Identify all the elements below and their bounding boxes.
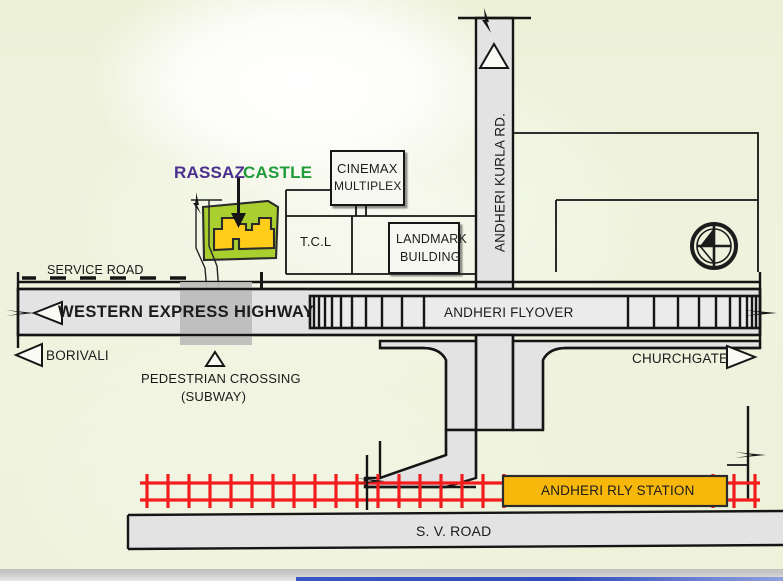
label-andheri-rly-station: ANDHERI RLY STATION <box>541 483 695 498</box>
road-sv <box>126 509 783 551</box>
direction-arrow-right-icon-churchgate <box>726 344 758 370</box>
road-plot-access <box>191 192 222 293</box>
label-cinemax-line2: MULTIPLEX <box>334 179 402 193</box>
label-tcl: T.C.L <box>300 234 332 249</box>
site-location-arrow-icon <box>231 177 246 228</box>
road-junction-south <box>363 333 762 489</box>
plot-rassaz-castle <box>201 199 280 262</box>
label-pedestrian-crossing-line2: (SUBWAY) <box>181 389 247 404</box>
road-right-lower-edge <box>735 406 766 500</box>
label-andheri-flyover: ANDHERI FLYOVER <box>444 305 574 320</box>
label-western-express-highway: WESTERN EXPRESS HIGHWAY <box>58 303 315 321</box>
road-andheri-flyover <box>308 272 777 348</box>
building-landmark <box>388 222 460 274</box>
compass-rose-icon <box>690 222 738 270</box>
label-andheri-kurla-rd: ANDHERI KURLA RD. <box>492 112 508 253</box>
label-service-road: SERVICE ROAD <box>47 263 144 277</box>
direction-arrow-left-icon <box>31 300 63 326</box>
pedestrian-subway-triangle-icon <box>204 350 226 367</box>
map-title-castle: CASTLE <box>243 163 313 182</box>
plot-outline-upper-right <box>513 132 759 272</box>
label-churchgate: CHURCHGATE <box>632 351 729 366</box>
label-landmark-line1: LANDMARK <box>396 232 468 246</box>
label-borivali: BORIVALI <box>46 348 109 363</box>
label-pedestrian-crossing-line1: PEDESTRIAN CROSSING <box>141 371 301 386</box>
bottom-edge-accent <box>296 577 783 581</box>
station-andheri-rly <box>501 464 748 508</box>
north-arrow-triangle-icon <box>478 42 510 69</box>
label-cinemax-line1: CINEMAX <box>337 161 398 176</box>
label-landmark-line2: BUILDING <box>400 250 461 264</box>
building-cinemax <box>330 150 405 216</box>
map-title-rassaz: RASSAZ <box>174 163 246 182</box>
label-sv-road: S. V. ROAD <box>416 523 492 539</box>
road-service <box>18 276 760 291</box>
blocks-north-of-highway <box>285 189 476 275</box>
direction-arrow-left-icon-borivali <box>13 342 43 368</box>
